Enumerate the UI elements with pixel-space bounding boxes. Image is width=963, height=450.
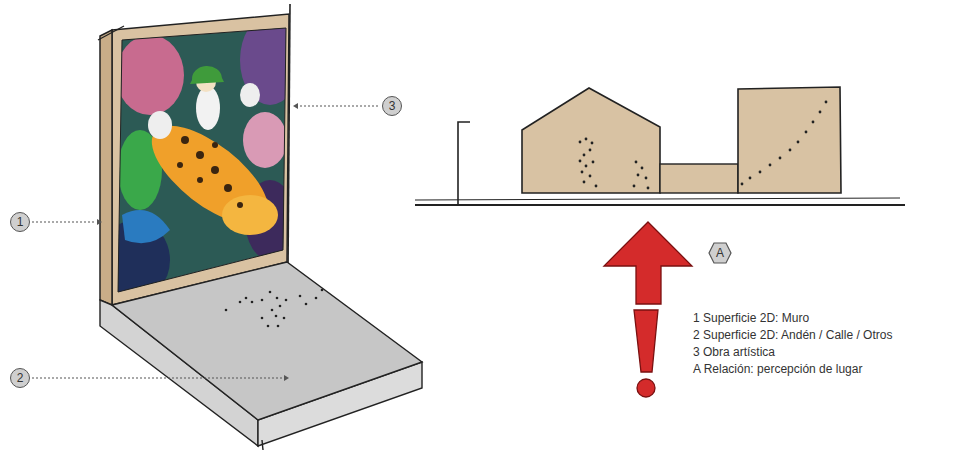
callout-circle: 1 bbox=[10, 212, 30, 232]
callout-number: 1 bbox=[17, 216, 24, 228]
callout-hexagon: A bbox=[708, 242, 732, 264]
tall-block bbox=[738, 87, 841, 193]
floor-surface bbox=[112, 262, 422, 420]
house bbox=[522, 88, 660, 193]
callout-circle: 2 bbox=[10, 368, 30, 388]
callout-circle: 3 bbox=[382, 96, 402, 116]
red-arrow bbox=[604, 222, 692, 304]
legend-note: 3 Obra artística bbox=[693, 344, 775, 360]
low-block bbox=[660, 164, 738, 193]
floor-marks bbox=[225, 289, 324, 328]
legend-note: 1 Superficie 2D: Muro bbox=[693, 310, 809, 326]
artwork bbox=[100, 15, 300, 300]
callout-number: 3 bbox=[389, 100, 396, 112]
callout-number: A bbox=[716, 247, 724, 259]
exclamation-bar bbox=[634, 310, 658, 372]
wall-edge bbox=[100, 30, 112, 305]
callout-number: 2 bbox=[17, 372, 24, 384]
legend-note: 2 Superficie 2D: Andén / Calle / Otros bbox=[693, 327, 892, 343]
legend-note: A Relación: percepción de lugar bbox=[693, 361, 862, 377]
